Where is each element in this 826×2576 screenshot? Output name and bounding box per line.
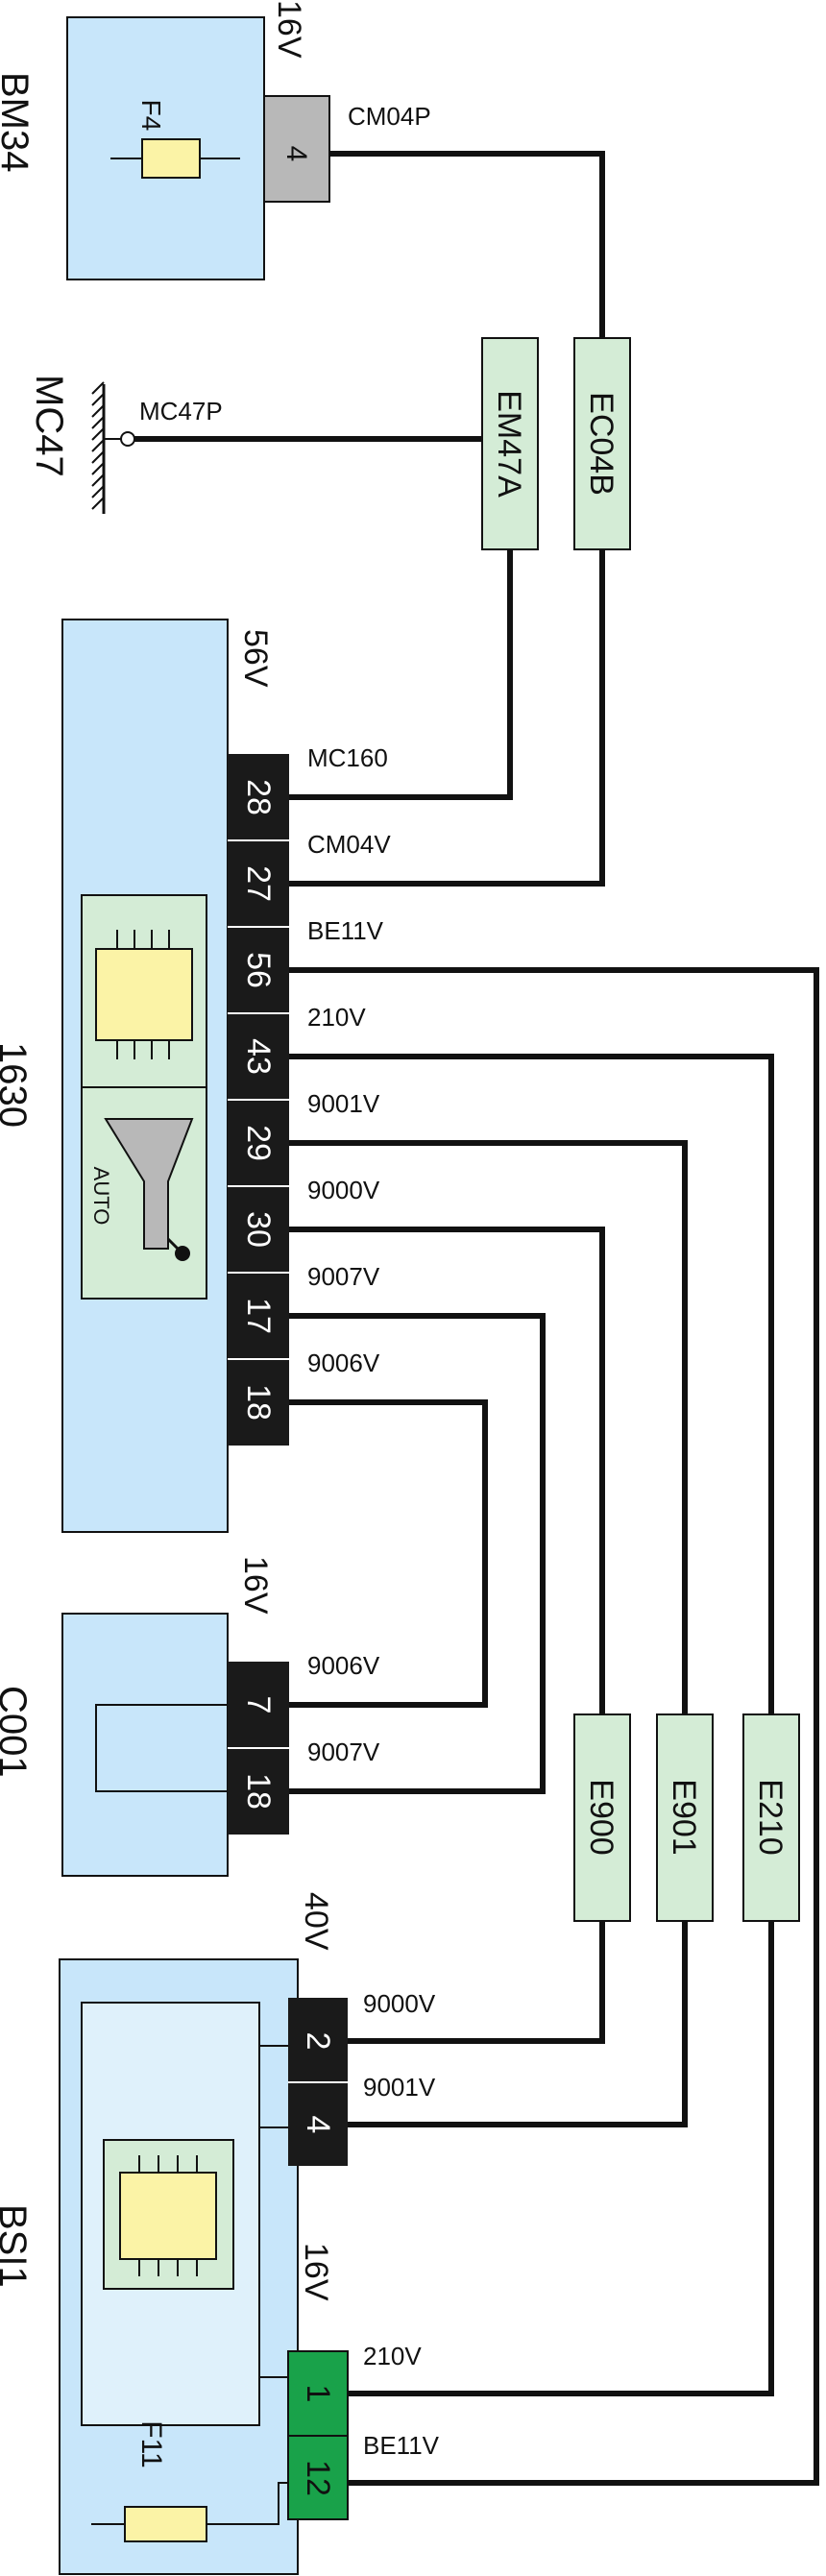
bm34-connector-ways: 16V <box>271 0 307 59</box>
wire-9000v-bottom <box>348 1921 605 2044</box>
pin-1630-43: 43 <box>240 1038 277 1075</box>
pin-1630-17: 17 <box>240 1298 277 1334</box>
wire-label-cm04p: CM04P <box>348 102 431 131</box>
wire-9000v-top <box>289 1227 605 1714</box>
interconnect-ec04b: EC04B <box>573 337 631 550</box>
wire-label-be11v-top: BE11V <box>307 916 384 945</box>
bsi-connector-40v-ways: 40V <box>298 1892 334 1951</box>
bm34-pin-4: 4 <box>280 146 312 162</box>
wire-label-be11v-bsi: BE11V <box>363 2431 440 2460</box>
wire-210v-bottom <box>348 1921 774 2396</box>
ecu-chip-icon <box>81 894 207 1088</box>
wire-9001v-bottom <box>348 1921 688 2127</box>
bm34-name: BM34 <box>0 72 36 173</box>
wires <box>134 151 819 2486</box>
bsi-chip-icon <box>103 2139 234 2290</box>
component-1630-name: 1630 <box>0 1042 34 1128</box>
wire-9007v <box>289 1313 546 1794</box>
wire-label-9006v-top: 9006V <box>307 1349 380 1377</box>
auto-gearbox-icon: AUTO <box>81 1086 207 1300</box>
connector-1630-ways: 56V <box>237 629 274 688</box>
fuse-label-f11: F11 <box>135 2420 167 2467</box>
wire-cm04p <box>329 151 605 338</box>
wire-label-210v-bsi: 210V <box>363 2342 422 2370</box>
wire-label-mc47p: MC47P <box>139 397 223 425</box>
pin-1630-27: 27 <box>240 865 277 902</box>
bm34-component: F4 4 16V BM34 <box>0 0 330 280</box>
wire-mc160 <box>289 549 513 800</box>
wire-label-mc160: MC160 <box>307 743 388 772</box>
wire-9001v-top <box>289 1140 688 1714</box>
pin-1630-30: 30 <box>240 1211 277 1248</box>
wire-210v-top <box>289 1054 774 1714</box>
bm34-fuse-f4: F4 <box>110 100 240 179</box>
pin-bsi-2: 2 <box>300 2032 336 2051</box>
wire-label-9007v-c001: 9007V <box>307 1738 380 1766</box>
connector-1630-dividers <box>228 839 289 1360</box>
wire-be11v <box>289 967 819 2486</box>
component-1630: AUTO 28 27 56 43 29 30 17 18 56V 1630 <box>0 619 289 1533</box>
interconnect-label-ec04b: EC04B <box>583 392 620 496</box>
interconnect-e210: E210 <box>742 1713 800 1922</box>
interconnect-e901: E901 <box>656 1713 714 1922</box>
pin-1630-28: 28 <box>240 779 277 815</box>
component-c001-name: C001 <box>0 1686 34 1778</box>
pin-c001-18: 18 <box>240 1773 277 1810</box>
interconnect-label-e900: E900 <box>583 1779 620 1855</box>
wire-label-9006v-c001: 9006V <box>307 1651 380 1680</box>
component-bsi1: F11 2 4 40V 1 12 16V BSI1 <box>0 1892 349 2575</box>
mc47-name: MC47 <box>28 375 70 477</box>
wire-label-9001v-top: 9001V <box>307 1089 380 1118</box>
interconnect-e900: E900 <box>573 1713 631 1922</box>
pin-bsi-1: 1 <box>300 2385 336 2403</box>
interconnect-label-e210: E210 <box>752 1779 789 1855</box>
pin-bsi-4: 4 <box>300 2116 336 2134</box>
ground-hatch <box>91 381 105 510</box>
interconnect-label-e901: E901 <box>666 1779 702 1855</box>
wire-label-9000v-top: 9000V <box>307 1176 380 1204</box>
component-c001: 7 18 16V C001 <box>0 1556 289 1877</box>
component-bsi1-name: BSI1 <box>0 2204 34 2288</box>
wire-label-9000v-bsi: 9000V <box>363 1989 436 2018</box>
pin-1630-56: 56 <box>240 952 277 988</box>
wire-label-cm04v: CM04V <box>307 830 391 859</box>
interconnect-label-em47a: EM47A <box>491 390 527 498</box>
pin-bsi-12: 12 <box>300 2460 336 2496</box>
connector-c001-ways: 16V <box>237 1556 274 1615</box>
bsi-connector-16v-ways: 16V <box>298 2243 334 2301</box>
pin-1630-18: 18 <box>240 1384 277 1421</box>
auto-label: AUTO <box>89 1167 113 1226</box>
pin-1630-29: 29 <box>240 1125 277 1161</box>
wire-label-210v-top: 210V <box>307 1003 366 1032</box>
mc47-ground: MC47 <box>28 375 135 514</box>
wire-9006v <box>289 1399 488 1708</box>
wire-cm04v <box>289 549 605 887</box>
pin-c001-7: 7 <box>240 1696 277 1714</box>
wire-label-9007v-top: 9007V <box>307 1262 380 1291</box>
wire-labels: CM04P MC47P MC160 CM04V BE11V 210V 9001V… <box>139 102 440 2460</box>
bm34-connector <box>263 95 330 203</box>
fuse-label-f4: F4 <box>136 100 166 132</box>
wire-label-9001v-bsi: 9001V <box>363 2073 436 2102</box>
interconnect-em47a: EM47A <box>481 337 539 550</box>
